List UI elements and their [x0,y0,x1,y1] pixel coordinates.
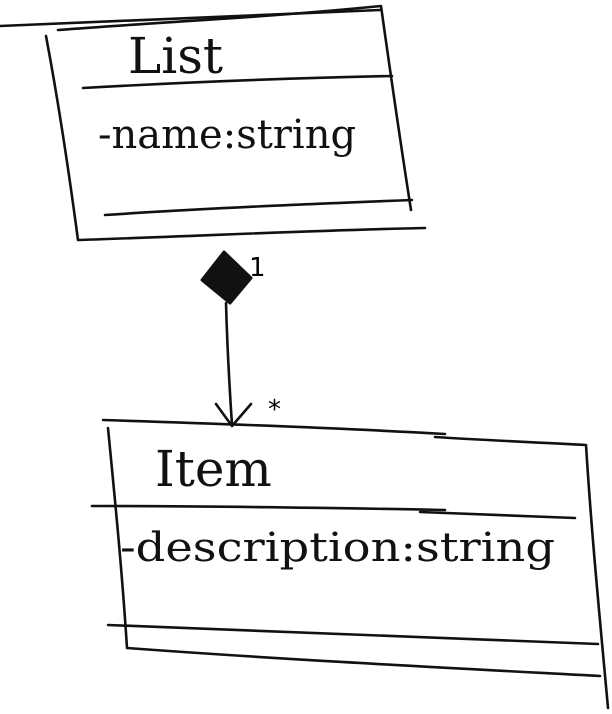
association-line [224,301,234,427]
item-bottom-divider [106,623,600,646]
multiplicity-list-end: 1 [249,253,266,283]
list-name-divider [81,74,394,90]
class-box-list: List -name:string [44,4,427,242]
association-arrowhead-icon [214,402,253,428]
class-box-item: Item -description:string [90,418,610,710]
list-box-border [44,4,427,242]
item-name-divider [90,504,577,520]
composition-diamond-icon [200,250,253,305]
class-name-item: Item [155,440,272,498]
composition-association: 1 * [200,250,281,428]
list-attribute-name: -name:string [98,112,356,158]
stray-top-line [0,8,382,28]
multiplicity-item-end: * [268,395,281,425]
item-box-border [101,418,610,710]
class-name-list: List [128,27,223,85]
item-attribute-description: -description:string [120,525,555,571]
list-bottom-divider [103,198,414,217]
